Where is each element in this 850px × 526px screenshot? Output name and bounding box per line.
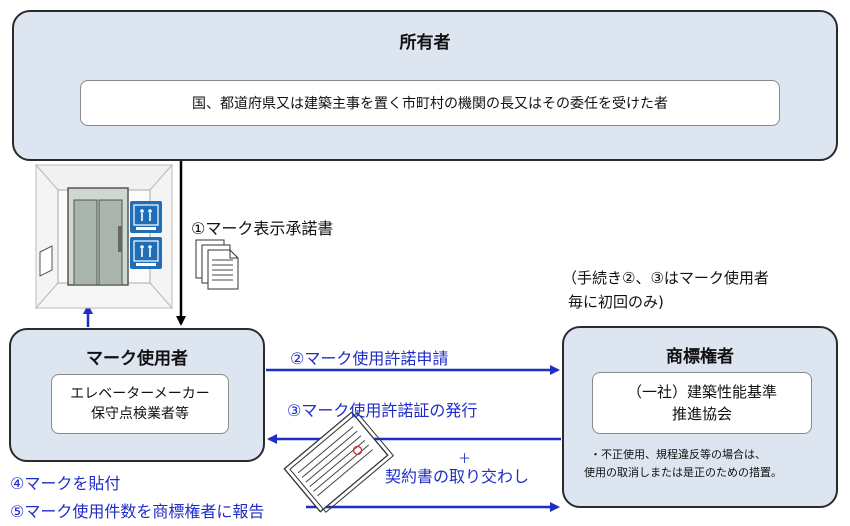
- trademark-holder-description-line-2: 推進協会: [671, 405, 732, 423]
- step4-label: ④マークを貼付: [10, 474, 121, 493]
- procedure-note-line-1: （手続き②、③はマーク使用者: [562, 269, 769, 287]
- procedure-note-line-2: 毎に初回のみ): [568, 293, 664, 311]
- trademark-holder-description-box: （一社）建築性能基準 推進協会: [592, 372, 812, 434]
- owner-description: 国、都道府県又は建築主事を置く市町村の機関の長又はその委任を受けた者: [192, 96, 668, 112]
- trademark-holder-box: 商標権者 （一社）建築性能基準 推進協会 ・不正使用、規程違反等の場合は、 使用…: [562, 326, 838, 508]
- mark-user-description-line-1: エレベーターメーカー: [70, 386, 210, 402]
- mark-user-description-box: エレベーターメーカー 保守点検業者等: [51, 374, 229, 434]
- elevator-mark-sticker-icon: [130, 201, 162, 269]
- trademark-holder-title: 商標権者: [666, 347, 734, 367]
- owner-description-box: 国、都道府県又は建築主事を置く市町村の機関の長又はその委任を受けた者: [80, 80, 780, 126]
- contract-label: 契約書の取り交わし: [385, 467, 530, 486]
- certificate-document-icon: [283, 411, 395, 513]
- elevator-icon: [34, 163, 174, 310]
- owner-box: 所有者 国、都道府県又は建築主事を置く市町村の機関の長又はその委任を受けた者: [12, 10, 838, 161]
- mark-user-box: マーク使用者 エレベーターメーカー 保守点検業者等: [9, 328, 265, 462]
- step3-label: ③マーク使用許諾証の発行: [287, 401, 478, 420]
- mark-user-title: マーク使用者: [86, 349, 188, 369]
- owner-title: 所有者: [399, 33, 451, 53]
- step1-label: ①マーク表示承諾書: [191, 219, 334, 238]
- document-stack-icon: [195, 239, 239, 290]
- step2-label: ②マーク使用許諾申請: [290, 349, 449, 368]
- trademark-holder-description-line-1: （一社）建築性能基準: [626, 383, 777, 401]
- mark-user-description-line-2: 保守点検業者等: [91, 406, 189, 422]
- trademark-holder-note-line-1: ・不正使用、規程違反等の場合は、: [590, 448, 766, 461]
- trademark-holder-note-line-2: 使用の取消しまたは是正のための措置。: [584, 466, 782, 479]
- plus-label: ＋: [458, 452, 472, 467]
- step5-label: ⑤マーク使用件数を商標権者に報告: [10, 502, 265, 521]
